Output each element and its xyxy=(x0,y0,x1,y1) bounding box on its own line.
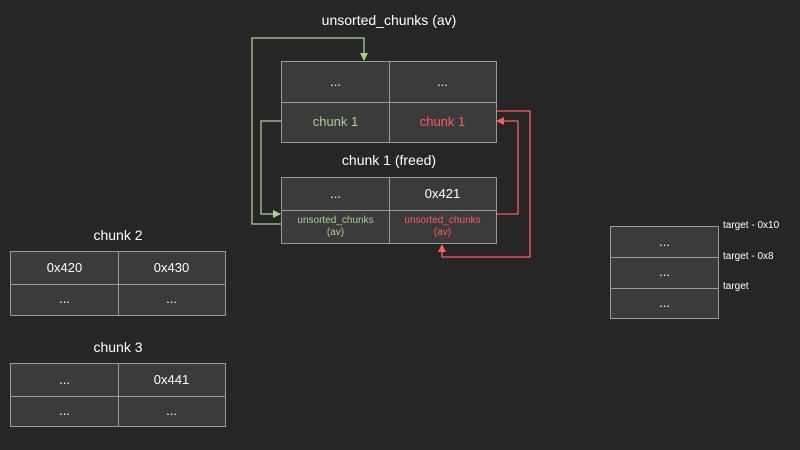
chunk2-struct: 0x420 0x430 ... ... xyxy=(10,251,226,316)
chunk2-cell-2: ... xyxy=(59,291,70,307)
divider xyxy=(611,257,718,258)
divider xyxy=(118,252,119,315)
divider xyxy=(11,396,225,397)
av-title: unsorted_chunks (av) xyxy=(321,12,457,28)
av-bk-cell: chunk 1 xyxy=(419,113,466,129)
av-cell-0: ... xyxy=(330,73,341,89)
divider xyxy=(118,364,119,426)
divider xyxy=(11,284,225,285)
bk-arrow-to-av xyxy=(496,117,519,215)
av-fd-cell: chunk 1 xyxy=(312,113,359,129)
av-bk-arrow-to-chunk1 xyxy=(438,110,531,258)
chunk1-struct: ... 0x421 unsorted_chunks (av) unsorted_… xyxy=(281,177,497,244)
chunk3-size-cell: 0x441 xyxy=(153,371,190,387)
chunk2-cell-0: 0x420 xyxy=(46,259,83,275)
chunk2-cell-1: 0x430 xyxy=(153,259,190,275)
chunk3-title: chunk 3 xyxy=(93,339,143,355)
chunk1-size-cell: 0x421 xyxy=(424,185,461,201)
chunk1-cell-0: ... xyxy=(330,185,341,201)
target-cell-0: ... xyxy=(659,233,670,249)
target-memory: ... ... ... xyxy=(610,226,719,319)
fd-arrow-to-av xyxy=(251,37,368,225)
target-cell-2: ... xyxy=(659,294,670,310)
chunk1-title: chunk 1 (freed) xyxy=(341,152,437,168)
divider xyxy=(282,102,496,103)
chunk3-struct: ... 0x441 ... ... xyxy=(10,363,226,427)
chunk3-cell-2: ... xyxy=(59,402,70,418)
target-minus-0x10-label: target - 0x10 xyxy=(723,220,780,231)
chunk1-fd-cell: unsorted_chunks (av) xyxy=(297,215,374,238)
av-cell-1: ... xyxy=(437,73,448,89)
chunk3-cell-0: ... xyxy=(59,371,70,387)
divider xyxy=(611,288,718,289)
chunk2-title: chunk 2 xyxy=(93,227,143,243)
target-label: target xyxy=(723,281,749,292)
chunk2-cell-3: ... xyxy=(166,291,177,307)
target-cell-1: ... xyxy=(659,264,670,280)
target-minus-0x8-label: target - 0x8 xyxy=(723,251,774,262)
divider xyxy=(282,210,496,211)
av-fd-arrow-to-chunk1 xyxy=(260,120,281,218)
chunk1-bk-cell: unsorted_chunks (av) xyxy=(404,215,481,238)
chunk3-cell-3: ... xyxy=(166,402,177,418)
av-struct: ... ... chunk 1 chunk 1 xyxy=(281,61,497,143)
